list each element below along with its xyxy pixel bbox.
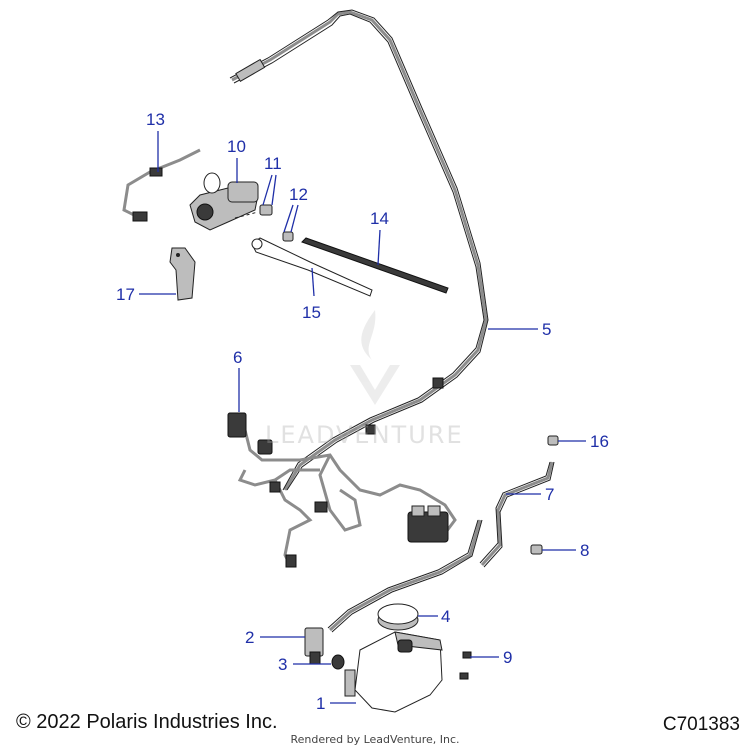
rendered-by-text: Rendered by LeadVenture, Inc. bbox=[290, 733, 460, 746]
svg-text:3: 3 bbox=[278, 655, 287, 674]
svg-text:13: 13 bbox=[146, 110, 165, 129]
wiring-harness bbox=[227, 412, 457, 568]
wiper-motor bbox=[189, 172, 259, 231]
callout-3[interactable]: 3 bbox=[278, 655, 331, 674]
washer-hose bbox=[229, 9, 489, 633]
watermark-text: LEADVENTURE bbox=[265, 421, 464, 449]
callout-9[interactable]: 9 bbox=[470, 648, 512, 667]
nut-washer bbox=[234, 204, 294, 242]
svg-text:4: 4 bbox=[441, 607, 450, 626]
wiper-arm bbox=[251, 237, 373, 297]
callout-12[interactable]: 12 bbox=[283, 185, 308, 233]
callout-16[interactable]: 16 bbox=[558, 432, 609, 451]
reservoir-cap bbox=[377, 603, 419, 631]
callout-14[interactable]: 14 bbox=[370, 209, 389, 266]
screw-9 bbox=[459, 651, 472, 680]
hose-7 bbox=[479, 461, 555, 568]
clip-16 bbox=[547, 435, 559, 446]
relay-block bbox=[407, 505, 449, 543]
callout-1[interactable]: 1 bbox=[316, 694, 356, 713]
svg-text:9: 9 bbox=[503, 648, 512, 667]
callout-6[interactable]: 6 bbox=[233, 348, 242, 412]
svg-text:11: 11 bbox=[264, 154, 282, 173]
wiper-blade bbox=[301, 237, 449, 294]
callout-2[interactable]: 2 bbox=[245, 628, 305, 647]
watermark-logo bbox=[350, 310, 400, 405]
svg-text:7: 7 bbox=[545, 485, 554, 504]
callout-5[interactable]: 5 bbox=[488, 320, 551, 339]
callout-15[interactable]: 15 bbox=[302, 267, 321, 322]
svg-text:16: 16 bbox=[590, 432, 609, 451]
callout-10[interactable]: 10 bbox=[227, 137, 246, 183]
svg-text:15: 15 bbox=[302, 303, 321, 322]
bracket bbox=[169, 247, 196, 301]
grommet bbox=[331, 654, 345, 670]
callout-8[interactable]: 8 bbox=[542, 541, 589, 560]
svg-text:14: 14 bbox=[370, 209, 389, 228]
svg-text:12: 12 bbox=[289, 185, 308, 204]
svg-text:2: 2 bbox=[245, 628, 254, 647]
svg-text:8: 8 bbox=[580, 541, 589, 560]
washer-pump bbox=[304, 627, 324, 665]
diagram-code: C701383 bbox=[662, 714, 740, 735]
callout-13[interactable]: 13 bbox=[146, 110, 165, 172]
callout-11[interactable]: 11 bbox=[262, 154, 282, 206]
svg-text:17: 17 bbox=[116, 285, 135, 304]
svg-text:10: 10 bbox=[227, 137, 246, 156]
callout-17[interactable]: 17 bbox=[116, 285, 176, 304]
svg-text:6: 6 bbox=[233, 348, 242, 367]
harness-pigtail bbox=[122, 148, 201, 222]
copyright-text: © 2022 Polaris Industries Inc. bbox=[16, 711, 278, 733]
connector-b bbox=[257, 439, 273, 455]
callout-7[interactable]: 7 bbox=[506, 485, 554, 504]
reservoir-tank bbox=[344, 631, 443, 713]
svg-text:1: 1 bbox=[316, 694, 325, 713]
callout-4[interactable]: 4 bbox=[418, 607, 450, 626]
svg-text:5: 5 bbox=[542, 320, 551, 339]
fitting-8 bbox=[530, 544, 543, 555]
connector-a bbox=[227, 412, 247, 438]
